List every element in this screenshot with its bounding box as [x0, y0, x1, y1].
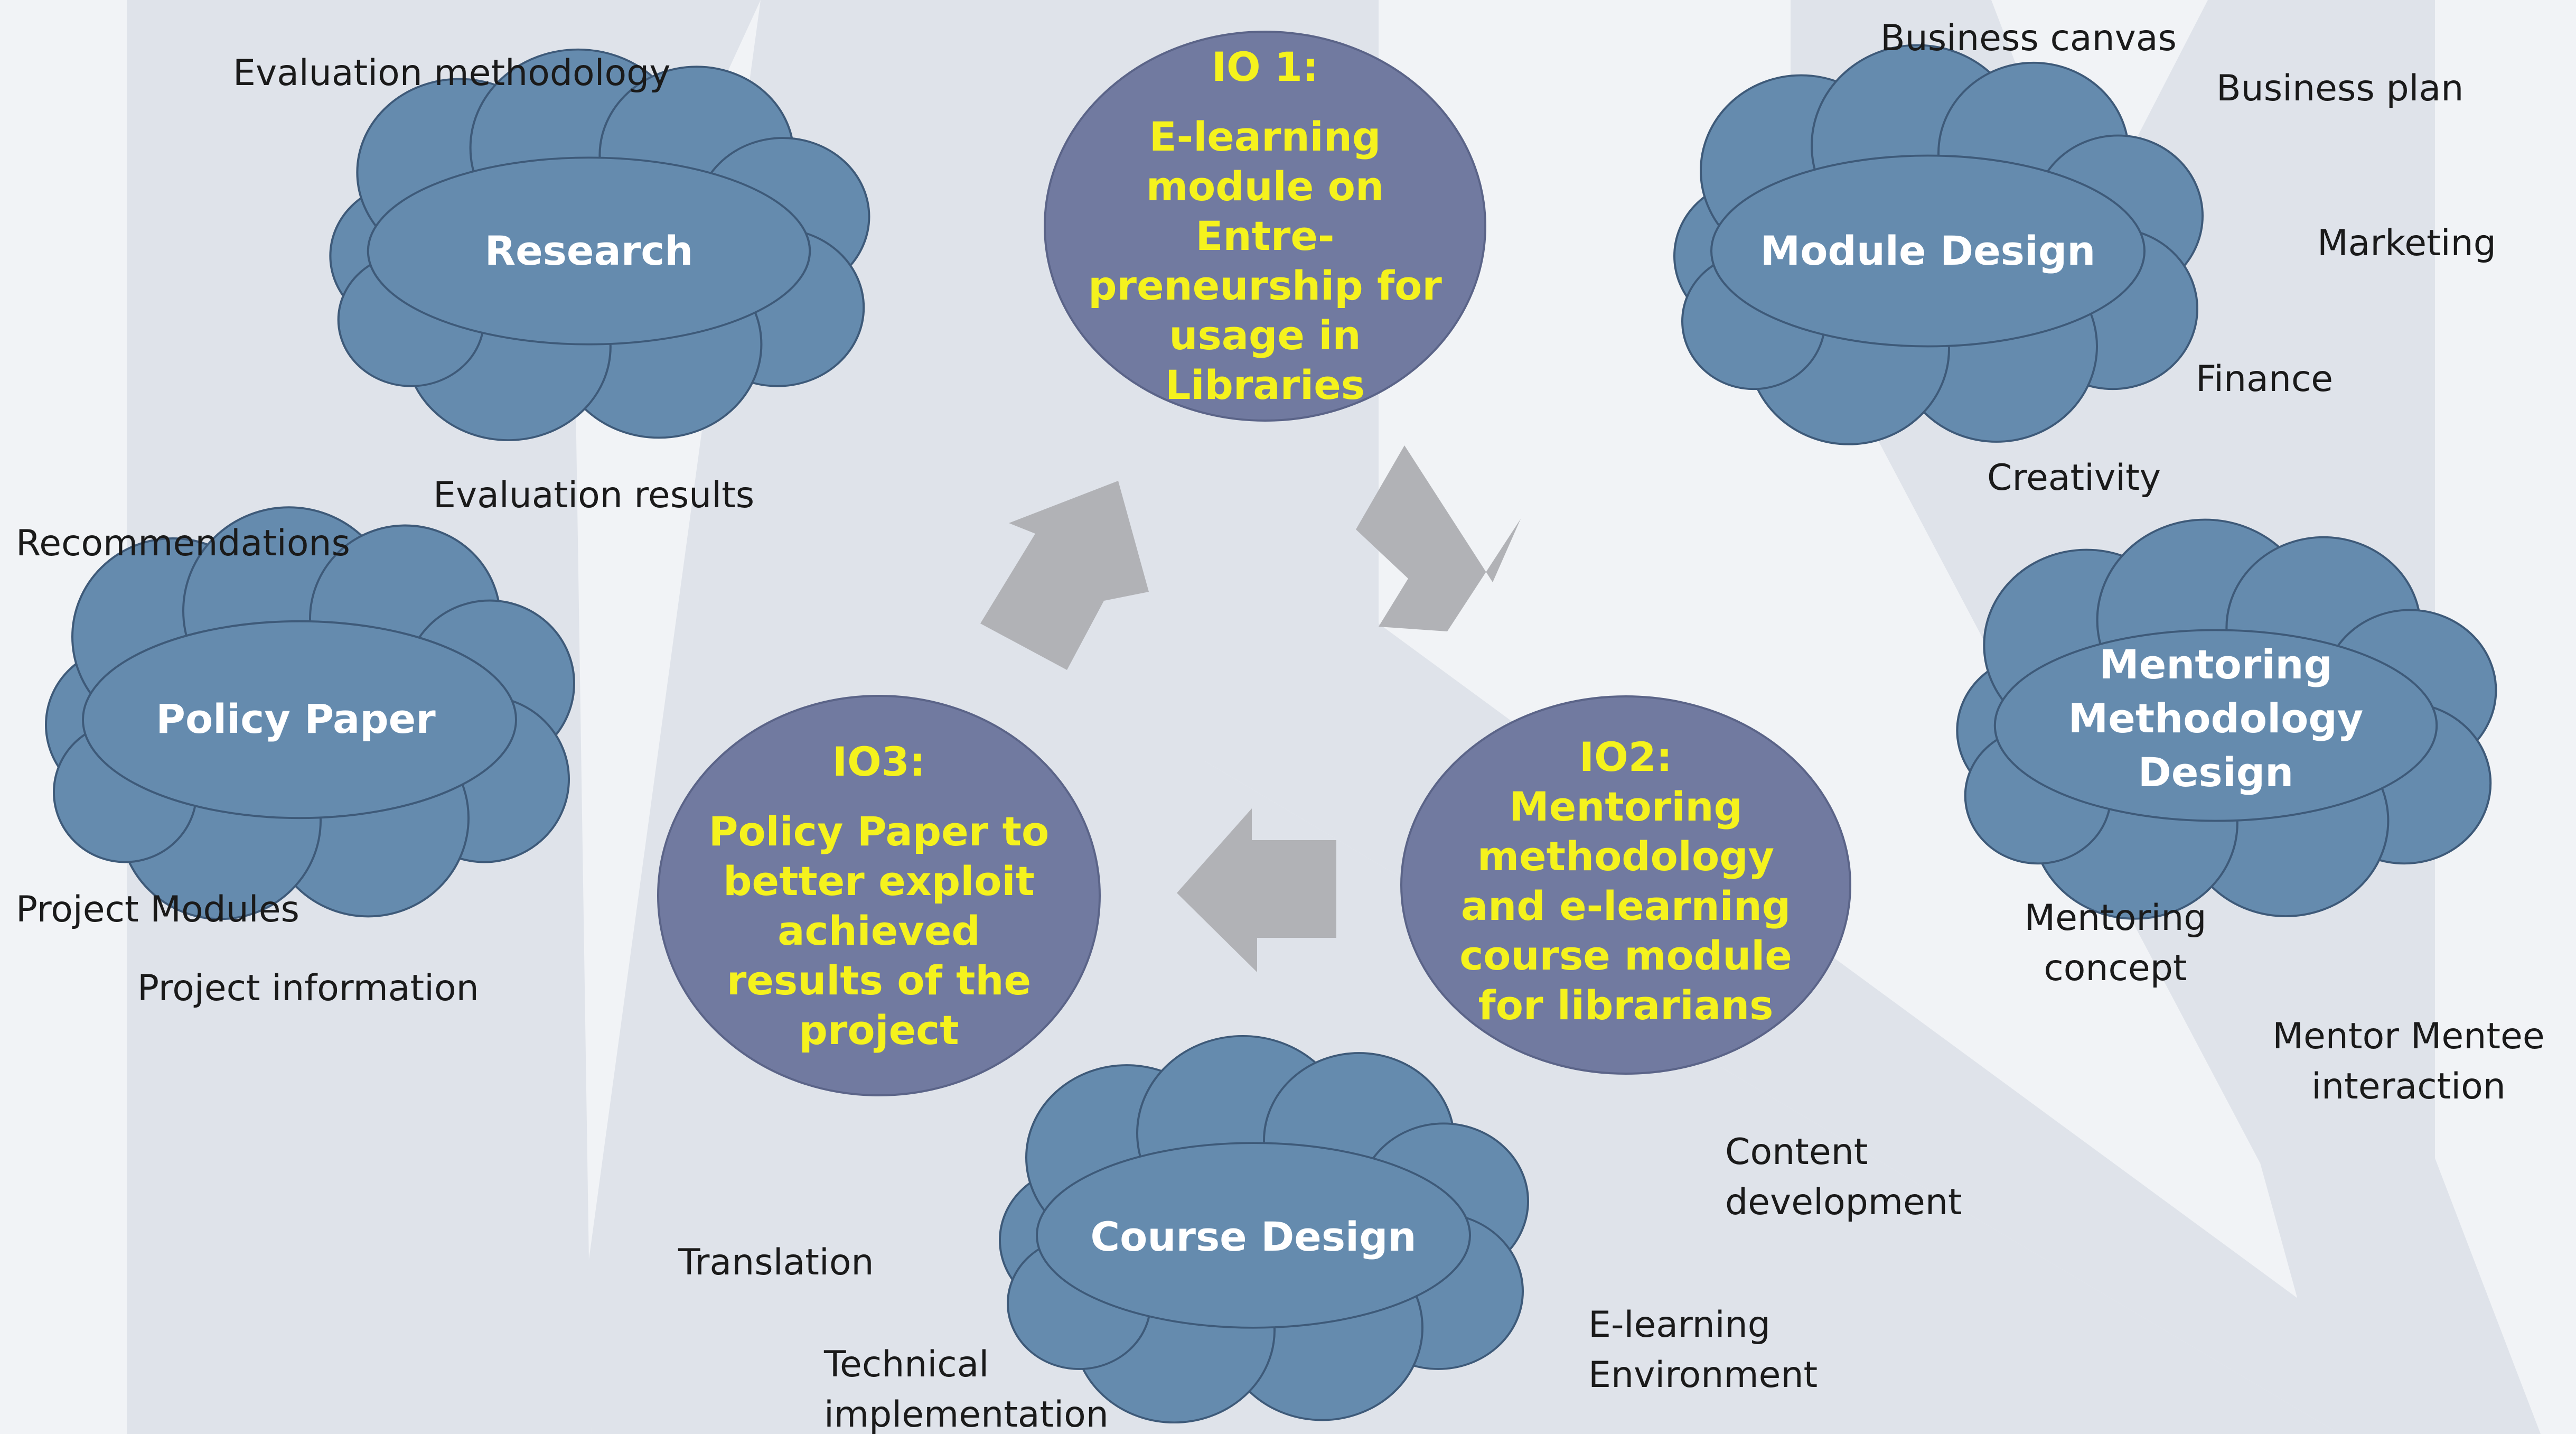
- label-line: E-learning: [1588, 1304, 1771, 1346]
- io3-heading: IO3:: [832, 738, 926, 785]
- label-line: implementation: [824, 1394, 1109, 1434]
- label-translation: Translation: [678, 1242, 874, 1283]
- background-ray: [586, 0, 2340, 1434]
- label-line: interaction: [2311, 1066, 2506, 1107]
- label-line: concept: [2044, 947, 2187, 989]
- label-business-plan: Business plan: [2216, 68, 2464, 109]
- module-design-title: Module Design: [1760, 227, 2096, 274]
- label-finance: Finance: [2196, 358, 2334, 400]
- io3-line: Policy Paper to: [708, 808, 1050, 855]
- research-title: Research: [484, 227, 694, 274]
- io3-line: better exploit: [723, 858, 1035, 905]
- policy-paper-title: Policy Paper: [156, 695, 436, 742]
- io1-line: Libraries: [1165, 361, 1365, 408]
- io1-line: module on: [1146, 163, 1384, 210]
- label-line: Mentor Mentee: [2272, 1016, 2545, 1057]
- label-recommendations: Recommendations: [16, 523, 350, 564]
- label-project-information: Project information: [137, 967, 479, 1009]
- arrow-io2-to-io3: [1177, 808, 1336, 972]
- io2-heading: IO2:: [1579, 733, 1673, 780]
- label-technical-implementation: Technical implementation: [824, 1339, 1109, 1434]
- label-elearning-environment: E-learning Environment: [1588, 1300, 1818, 1400]
- course-design-title: Course Design: [1090, 1213, 1417, 1260]
- io1-heading: IO 1:: [1211, 43, 1319, 90]
- io3-line: achieved: [778, 907, 980, 954]
- mentoring-design-line: Mentoring: [2099, 641, 2333, 688]
- label-line: Mentoring: [2024, 897, 2207, 939]
- label-evaluation-methodology: Evaluation methodology: [233, 52, 671, 94]
- io2-line: course module: [1459, 932, 1792, 979]
- io2-line: Mentoring: [1509, 783, 1743, 830]
- io1-line: Entre-: [1195, 212, 1335, 259]
- arrow-io1-to-io2: [1356, 445, 1521, 631]
- mentoring-design-line: Methodology: [2068, 695, 2364, 742]
- label-line: Environment: [1588, 1354, 1818, 1396]
- label-marketing: Marketing: [2317, 222, 2496, 264]
- io3-ellipse: [657, 695, 1101, 1096]
- mentoring-design-title: Mentoring Methodology Design: [2031, 638, 2401, 799]
- io2-line: for librarians: [1478, 982, 1774, 1029]
- mentoring-design-line: Design: [2138, 749, 2294, 796]
- io1-line: E-learning: [1149, 113, 1381, 160]
- cycle-arrows: [980, 445, 1521, 972]
- label-evaluation-results: Evaluation results: [433, 474, 755, 516]
- label-creativity: Creativity: [1987, 457, 2161, 499]
- io1-text: IO 1: E-learning module on Entre- preneu…: [1080, 42, 1450, 410]
- io3-text: IO3: Policy Paper to better exploit achi…: [694, 737, 1064, 1055]
- label-mentor-mentee-interaction: Mentor Mentee interaction: [2245, 1011, 2572, 1112]
- label-project-modules: Project Modules: [16, 889, 299, 930]
- io1-line: preneurship for: [1088, 262, 1442, 309]
- io2-line: and e-learning: [1460, 882, 1791, 929]
- label-mentoring-concept: Mentoring concept: [2007, 893, 2224, 993]
- io3-line: project: [799, 1007, 959, 1054]
- arrow-io3-to-io1: [980, 481, 1149, 670]
- label-line: Content: [1725, 1131, 1868, 1173]
- io3-line: results of the: [726, 957, 1032, 1004]
- io1-line: usage in: [1169, 312, 1361, 359]
- label-business-canvas: Business canvas: [1880, 17, 2177, 59]
- io1-ellipse: [1044, 31, 1486, 422]
- io2-ellipse: [1400, 695, 1851, 1075]
- io2-line: methodology: [1477, 833, 1775, 880]
- label-line: Technical: [824, 1344, 989, 1385]
- io2-text: IO2: Mentoring methodology and e-learnin…: [1441, 732, 1811, 1030]
- label-content-development: Content development: [1725, 1127, 1962, 1227]
- label-line: development: [1725, 1181, 1962, 1223]
